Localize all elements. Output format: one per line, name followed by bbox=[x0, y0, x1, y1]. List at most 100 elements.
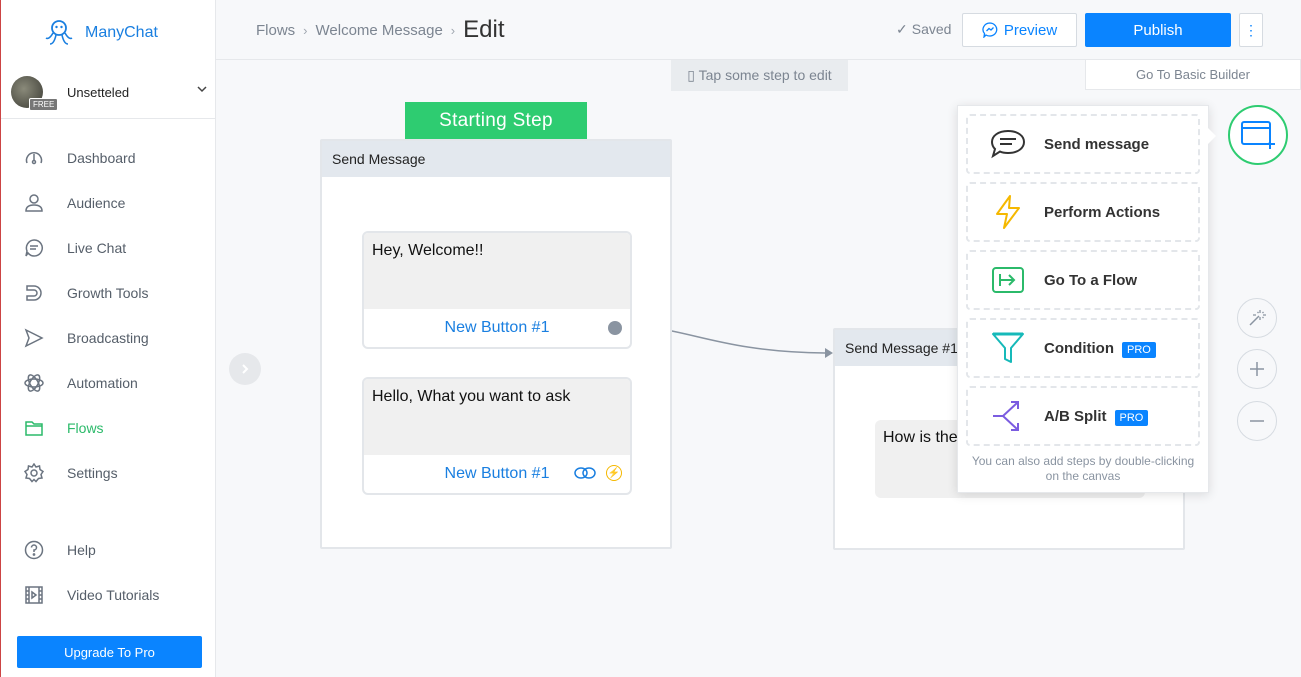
sidebar-item-label: Growth Tools bbox=[67, 285, 149, 301]
help-icon bbox=[23, 539, 45, 561]
starting-step-tag: Starting Step bbox=[405, 102, 587, 146]
pro-badge: PRO bbox=[1121, 341, 1156, 358]
sidebar-item-settings[interactable]: Settings bbox=[23, 461, 203, 485]
message-button[interactable]: New Button #1 ⚡ bbox=[364, 455, 630, 493]
magic-wand-icon bbox=[1249, 310, 1266, 326]
link-icon bbox=[574, 466, 596, 483]
bolt-icon bbox=[988, 192, 1028, 232]
sidebar-item-label: Audience bbox=[67, 195, 126, 211]
breadcrumb-flows[interactable]: Flows bbox=[256, 21, 296, 39]
sidebar-item-label: Settings bbox=[67, 465, 118, 481]
dashboard-icon bbox=[23, 147, 45, 169]
message-block[interactable]: Hey, Welcome!! New Button #1 bbox=[362, 231, 632, 349]
sidebar-item-help[interactable]: Help bbox=[23, 538, 203, 562]
more-options-button[interactable]: ⋮ bbox=[1239, 13, 1263, 47]
zoom-in-button[interactable] bbox=[1237, 349, 1277, 389]
option-go-to-a-flow[interactable]: Go To a Flow bbox=[966, 250, 1200, 310]
option-send-message[interactable]: Send message bbox=[966, 114, 1200, 174]
magic-wand-button[interactable] bbox=[1237, 298, 1277, 338]
sidebar-item-label: Automation bbox=[67, 375, 138, 391]
sidebar-item-live-chat[interactable]: Live Chat bbox=[23, 236, 203, 260]
message-block[interactable]: Hello, What you want to ask New Button #… bbox=[362, 377, 632, 495]
folder-icon bbox=[23, 417, 45, 439]
add-step-popup: Send message Perform Actions Go To a Flo… bbox=[957, 105, 1216, 493]
plan-badge: FREE bbox=[29, 98, 59, 111]
pro-badge: PRO bbox=[1114, 409, 1149, 426]
funnel-icon bbox=[988, 328, 1028, 368]
option-label: Send message bbox=[1044, 135, 1150, 153]
send-icon bbox=[23, 327, 45, 349]
zoom-out-button[interactable] bbox=[1237, 401, 1277, 441]
add-step-button[interactable] bbox=[1228, 105, 1288, 165]
header: Flows › Welcome Message › Edit ✓Saved Pr… bbox=[216, 0, 1301, 60]
connector-dot[interactable] bbox=[608, 321, 622, 335]
sidebar: ManyChat FREE Unsetteled Dashboard Audie… bbox=[0, 0, 216, 677]
canvas-hint: ▯ Tap some step to edit bbox=[671, 60, 848, 91]
message-text: Hey, Welcome!! bbox=[364, 233, 630, 309]
message-icon bbox=[988, 124, 1028, 164]
account-name: Unsetteled bbox=[67, 84, 130, 100]
gear-icon bbox=[23, 462, 45, 484]
page-title: Edit bbox=[463, 16, 505, 43]
breadcrumb: Flows › Welcome Message › Edit bbox=[256, 16, 505, 44]
sidebar-item-flows[interactable]: Flows bbox=[23, 416, 203, 440]
avatar: FREE bbox=[11, 76, 59, 111]
film-icon bbox=[23, 584, 45, 606]
bolt-icon: ⚡ bbox=[606, 465, 622, 481]
sidebar-item-automation[interactable]: Automation bbox=[23, 371, 203, 395]
sidebar-item-label: Live Chat bbox=[67, 240, 127, 256]
account-switcher[interactable]: FREE Unsetteled bbox=[11, 72, 215, 112]
preview-label: Preview bbox=[1003, 21, 1058, 39]
sidebar-item-label: Video Tutorials bbox=[67, 587, 160, 603]
sidebar-item-label: Flows bbox=[67, 420, 104, 436]
message-button-label: New Button #1 bbox=[444, 319, 550, 336]
popup-footer-text: You can also add steps by double-clickin… bbox=[971, 454, 1195, 483]
add-step-icon bbox=[1241, 121, 1275, 149]
chevron-right-icon bbox=[242, 364, 249, 374]
message-button-label: New Button #1 bbox=[444, 465, 550, 482]
sidebar-item-label: Broadcasting bbox=[67, 330, 149, 346]
split-icon bbox=[988, 396, 1028, 436]
chevron-right-icon: › bbox=[303, 22, 308, 38]
option-label: Perform Actions bbox=[1044, 203, 1161, 221]
option-perform-actions[interactable]: Perform Actions bbox=[966, 182, 1200, 242]
minus-icon bbox=[1250, 420, 1264, 422]
sidebar-item-label: Dashboard bbox=[67, 150, 136, 166]
message-text: Hello, What you want to ask bbox=[364, 379, 630, 455]
send-message-node[interactable]: Send Message Hey, Welcome!! New Button #… bbox=[320, 139, 672, 549]
sidebar-item-growth-tools[interactable]: Growth Tools bbox=[23, 281, 203, 305]
expand-sidebar-button[interactable] bbox=[229, 353, 261, 385]
check-icon: ✓ bbox=[896, 21, 908, 37]
sidebar-item-broadcasting[interactable]: Broadcasting bbox=[23, 326, 203, 350]
saved-label: Saved bbox=[911, 21, 952, 37]
divider bbox=[1, 118, 216, 119]
messenger-icon bbox=[982, 22, 998, 38]
app-name: ManyChat bbox=[85, 24, 158, 41]
go-to-basic-builder-link[interactable]: Go To Basic Builder bbox=[1085, 60, 1301, 90]
publish-button[interactable]: Publish bbox=[1085, 13, 1231, 47]
atom-icon bbox=[23, 372, 45, 394]
sidebar-item-audience[interactable]: Audience bbox=[23, 191, 203, 215]
breadcrumb-welcome-message[interactable]: Welcome Message bbox=[315, 21, 443, 39]
message-button[interactable]: New Button #1 bbox=[364, 309, 630, 347]
magnet-icon bbox=[23, 282, 45, 304]
sidebar-item-label: Help bbox=[67, 542, 96, 558]
sidebar-item-dashboard[interactable]: Dashboard bbox=[23, 146, 203, 170]
node-title: Send Message bbox=[322, 141, 670, 177]
user-icon bbox=[23, 192, 45, 214]
chevron-right-icon: › bbox=[450, 22, 456, 38]
plus-icon bbox=[1250, 362, 1264, 376]
chevron-down-icon bbox=[197, 84, 207, 97]
manychat-logo-icon bbox=[45, 20, 73, 45]
option-label: Go To a Flow bbox=[1044, 271, 1138, 289]
upgrade-button[interactable]: Upgrade To Pro bbox=[17, 636, 202, 668]
saved-status: ✓Saved bbox=[896, 21, 951, 38]
sidebar-item-video-tutorials[interactable]: Video Tutorials bbox=[23, 583, 203, 607]
preview-button[interactable]: Preview bbox=[962, 13, 1077, 47]
logo[interactable]: ManyChat bbox=[43, 18, 158, 48]
chat-icon bbox=[23, 237, 45, 259]
